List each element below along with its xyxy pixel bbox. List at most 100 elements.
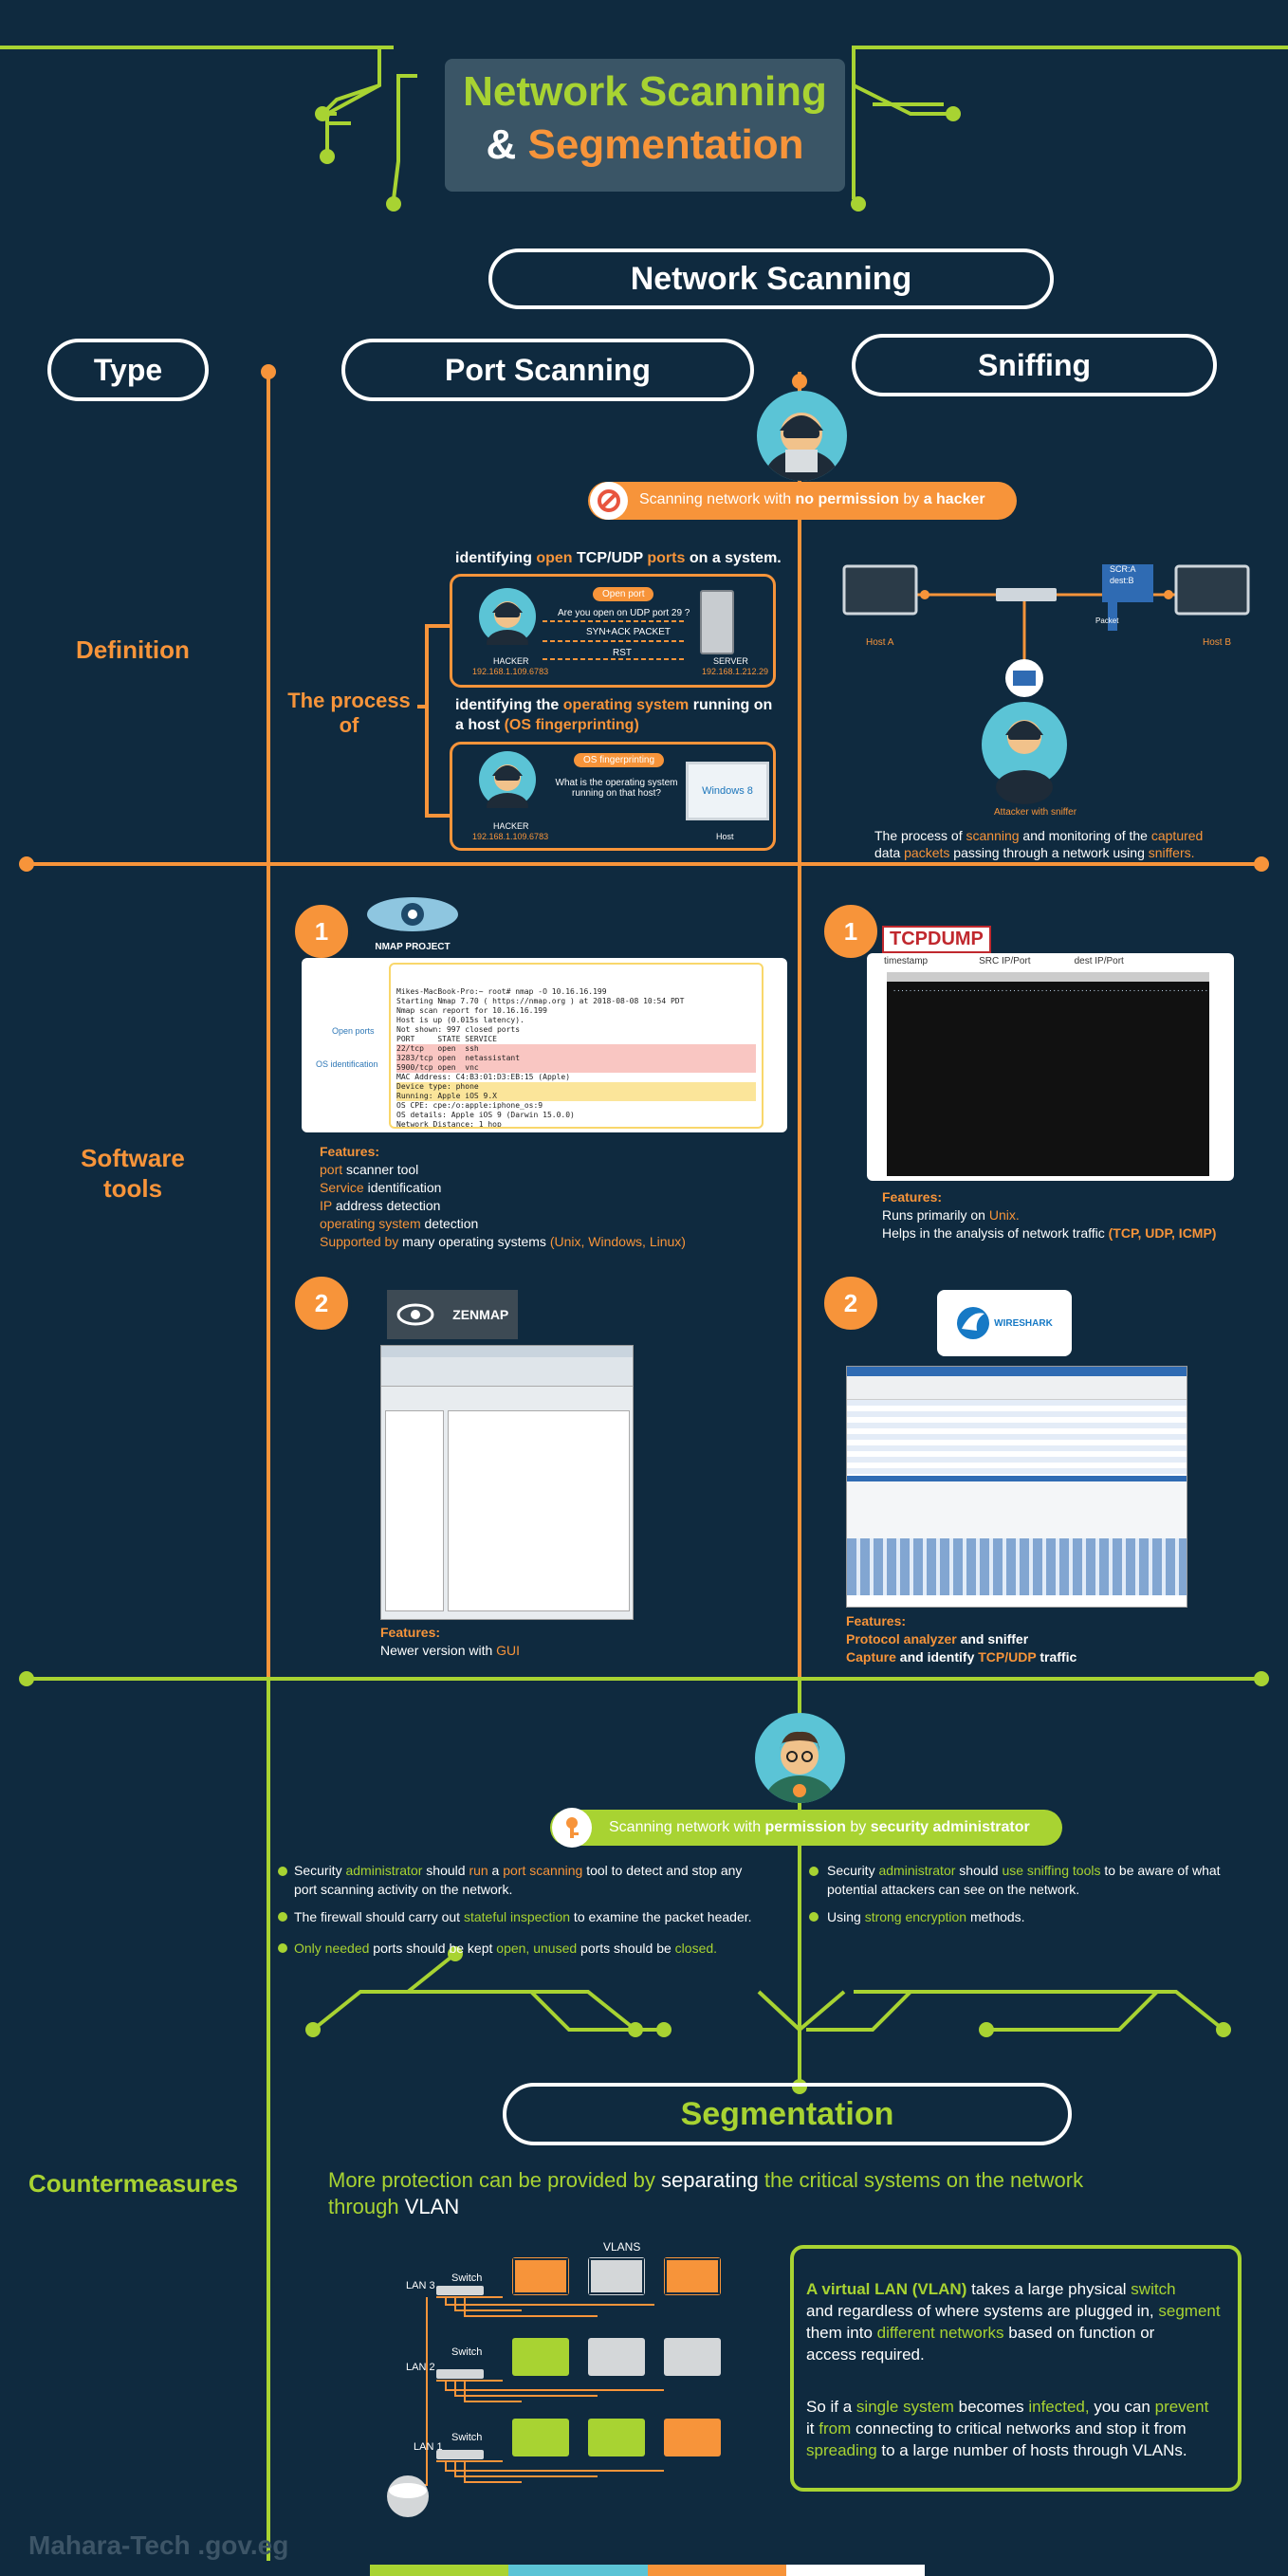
attacker-label: Attacker with sniffer	[994, 807, 1077, 818]
open-port-tag: Open port	[593, 587, 654, 601]
eye-icon	[367, 897, 458, 931]
zenmap-logo: ZENMAP	[387, 1290, 518, 1339]
sniffing-diagram	[842, 564, 1250, 804]
no-entry-icon	[590, 482, 628, 520]
hacker-label-2: HACKER	[493, 821, 529, 831]
host-a-label: Host A	[866, 637, 894, 648]
zenmap-number: 2	[291, 1273, 352, 1334]
definition-label: Definition	[76, 635, 190, 664]
network-scanning-heading: Network Scanning	[488, 248, 1054, 309]
nmap-terminal-line: 5900/tcp open vnc	[396, 1063, 756, 1073]
nmap-terminal-lines: Mikes-MacBook-Pro:~ root# nmap -O 10.16.…	[396, 987, 756, 1129]
wireshark-screenshot	[846, 1366, 1187, 1608]
tcpdump-logo-text: TCPDUMP	[890, 929, 984, 949]
port-def-line2: identifying the operating system running…	[455, 697, 773, 733]
server-icon	[700, 590, 734, 654]
zenmap-screenshot	[380, 1345, 634, 1620]
vlan-explanation-box	[790, 2245, 1242, 2492]
packet-arrows	[543, 620, 685, 660]
nmap-features: Features: port scanner tool Service iden…	[320, 1144, 686, 1249]
host-b-label: Host B	[1203, 637, 1232, 648]
admin-banner-text: Scanning network with permission by secu…	[609, 1819, 1030, 1835]
vlan-explanation-1: A virtual LAN (VLAN) takes a large physi…	[806, 2280, 1221, 2364]
windows-text: Windows 8	[702, 785, 753, 797]
hacker-label-1: HACKER	[493, 656, 529, 666]
nmap-terminal-line: OS details: Apple iOS 9 (Darwin 15.0.0)	[396, 1111, 575, 1119]
key-icon	[566, 1817, 579, 1838]
nmap-terminal-line: 22/tcp open ssh	[396, 1044, 756, 1054]
vlan-explanation-2: So if a single system becomes infected, …	[806, 2398, 1209, 2459]
hacker-figure-2	[479, 751, 536, 819]
os-fingerprint-diagram	[450, 742, 776, 851]
switch2-label: Switch	[451, 2346, 483, 2358]
nmap-terminal-line: Network Distance: 1 hop	[396, 1120, 502, 1129]
nmap-logo-text: NMAP PROJECT	[375, 942, 451, 952]
segmentation-heading: Segmentation	[503, 2083, 1072, 2145]
lan2-label: LAN 2	[406, 2362, 435, 2373]
nmap-terminal-line: MAC Address: C4:B3:01:D3:EB:15 (Apple)	[396, 1073, 571, 1081]
server-ip: 192.168.1.212.29	[702, 667, 769, 676]
counter-left-1: Security administrator should run a port…	[294, 1863, 743, 1897]
vlan-diagram	[387, 2257, 721, 2517]
tcpdump-logo: TCPDUMP	[882, 926, 991, 953]
tcpdump-number: 1	[820, 901, 881, 962]
sniff-desc: The process of scanning and monitoring o…	[874, 828, 1204, 860]
counter-left-2: The firewall should carry out stateful i…	[294, 1909, 752, 1924]
tcpdump-terminal: ........................................…	[887, 972, 1209, 1176]
wireshark-number: 2	[820, 1273, 881, 1334]
windows-screen: Windows 8	[686, 762, 769, 820]
hacker-figure-1	[479, 588, 536, 656]
title-line1: Network Scanning	[463, 68, 827, 115]
nmap-terminal-line: Mikes-MacBook-Pro:~ root# nmap -O 10.16.…	[396, 987, 607, 996]
os-identification-label: OS identification	[316, 1059, 378, 1069]
countermeasures-label: Countermeasures	[28, 2169, 239, 2198]
vlans-label: VLANS	[603, 2240, 641, 2254]
admin-icon	[765, 1731, 834, 1803]
hacker-ip-1: 192.168.1.109.6783	[472, 667, 549, 676]
nmap-logo: NMAP PROJECT	[360, 892, 465, 954]
host-label: Host	[716, 832, 734, 841]
hacker-banner-text: Scanning network with no permission by a…	[639, 491, 985, 507]
scr-label: SCR:A	[1110, 564, 1136, 574]
hacker-ip-2: 192.168.1.109.6783	[472, 832, 549, 841]
nmap-terminal-line: Not shown: 997 closed ports	[396, 1025, 521, 1034]
lan3-label: LAN 3	[406, 2280, 435, 2291]
footer-color-strip	[370, 2565, 925, 2576]
open-ports-label: Open ports	[332, 1026, 375, 1036]
process-bracket	[417, 624, 450, 818]
zenmap-features: Features: Newer version with GUI	[380, 1625, 521, 1658]
nmap-terminal-line: Host is up (0.015s latency).	[396, 1016, 524, 1024]
rst-text: RST	[613, 648, 632, 658]
zenmap-eye-icon	[396, 1303, 434, 1326]
nmap-terminal-line: Starting Nmap 7.70 ( https://nmap.org ) …	[396, 997, 685, 1005]
port-scanning-heading: Port Scanning	[341, 339, 754, 401]
title-box	[445, 59, 845, 192]
nmap-terminal-line: Device type: phone	[396, 1082, 756, 1092]
wireshark-features: Features: Protocol analyzer and sniffer …	[846, 1613, 1077, 1665]
shark-fin-icon	[957, 1307, 990, 1339]
zenmap-logo-text: ZENMAP	[452, 1307, 509, 1322]
wireshark-logo-text: WIRESHARK	[994, 1317, 1053, 1329]
switch3-label: Switch	[451, 2272, 483, 2284]
nmap-terminal-line: Nmap scan report for 10.16.16.199	[396, 1006, 547, 1015]
wireshark-logo: WIRESHARK	[937, 1290, 1072, 1356]
counter-left-3: Only needed ports should be kept open, u…	[294, 1941, 718, 1956]
hacker-icon	[765, 413, 837, 481]
title-amp: &	[486, 121, 517, 168]
hacker-banner	[588, 482, 1017, 520]
footer-brand: Mahara-Tech .gov.eg	[28, 2530, 289, 2560]
packet-label: Packet	[1095, 616, 1119, 625]
lan1-label: LAN 1	[414, 2441, 443, 2453]
hacker-avatar	[757, 391, 847, 481]
counter-right-1: Security administrator should use sniffi…	[827, 1863, 1221, 1897]
type-heading: Type	[47, 339, 209, 401]
sniffing-heading: Sniffing	[852, 334, 1217, 396]
server-label: SERVER	[713, 656, 748, 666]
nmap-terminal-line: OS CPE: cpe:/o:apple:iphone_os:9	[396, 1101, 543, 1110]
os-tag: OS fingerprinting	[574, 753, 665, 767]
segmentation-intro: More protection can be provided by separ…	[328, 2168, 1084, 2218]
open-port-question: Are you open on UDP port 29 ?	[558, 608, 690, 618]
